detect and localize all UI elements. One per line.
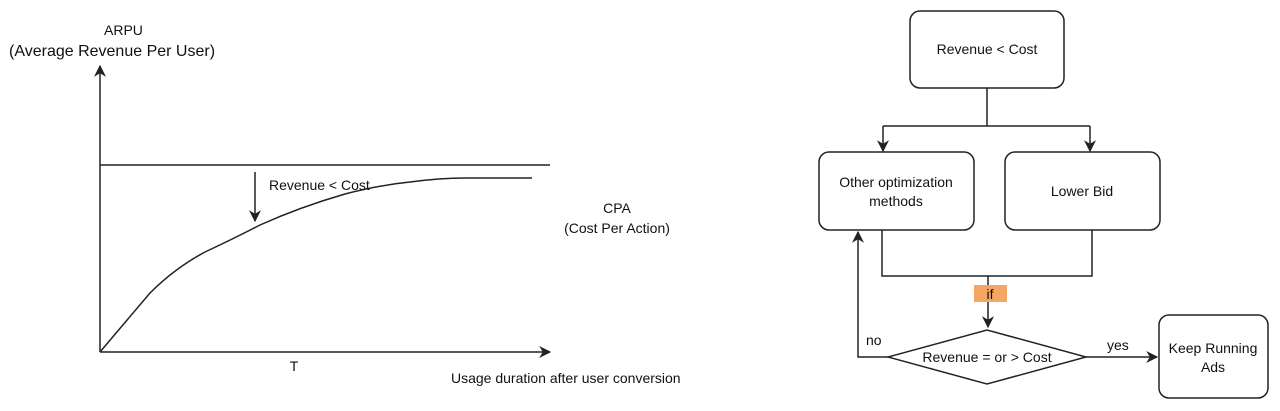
split-connector <box>883 88 1090 127</box>
flowchart: Revenue < Cost Other optimization method… <box>818 10 1269 399</box>
merge-connector <box>881 230 1093 277</box>
yes-label: yes <box>1107 337 1129 353</box>
arpu-graph: ARPU (Average Revenue Per User) Revenue … <box>9 22 681 386</box>
cpa-sublabel: (Cost Per Action) <box>564 220 670 236</box>
cpa-label: CPA <box>603 200 631 216</box>
other-methods-label-2: methods <box>869 193 923 209</box>
t-label: T <box>290 358 299 374</box>
if-badge <box>974 285 1007 302</box>
other-methods-node <box>818 151 975 231</box>
no-label: no <box>866 332 882 348</box>
y-axis-sublabel: (Average Revenue Per User) <box>9 43 215 60</box>
other-methods-label-1: Other optimization <box>839 174 953 190</box>
decision-label: Revenue = or > Cost <box>922 349 1051 365</box>
keep-running-label-1: Keep Running <box>1169 340 1258 356</box>
x-axis-label: Usage duration after user conversion <box>451 370 681 386</box>
lower-bid-label: Lower Bid <box>1051 183 1113 199</box>
gap-label: Revenue < Cost <box>269 177 370 193</box>
if-label: if <box>987 286 994 302</box>
no-arrow <box>852 230 888 358</box>
keep-running-node <box>1158 314 1269 399</box>
keep-running-label-2: Ads <box>1201 359 1225 375</box>
start-node-label: Revenue < Cost <box>937 41 1038 57</box>
lower-bid-node <box>1004 151 1161 231</box>
y-axis-label: ARPU <box>104 22 143 38</box>
arpu-curve <box>99 177 532 353</box>
